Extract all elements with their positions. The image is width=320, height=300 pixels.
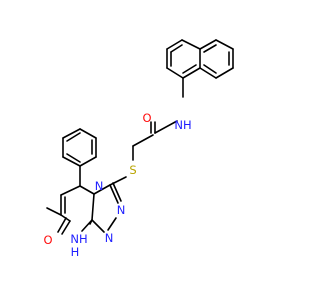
atom-labels: O NH S N N N NH H O: [43, 111, 191, 259]
bond: [79, 185, 95, 195]
bond: [57, 217, 67, 233]
bond: [60, 185, 81, 196]
bond: [215, 39, 234, 50]
amide-nh-label: NH: [174, 118, 191, 132]
bond: [79, 128, 97, 139]
bond: [166, 39, 183, 50]
bond: [199, 67, 217, 79]
ring-oxygen-label: O: [43, 233, 52, 247]
bond: [61, 220, 71, 235]
bond: [166, 67, 184, 79]
bond: [112, 182, 122, 202]
triazole-nitrogen-bottom-label: N: [105, 231, 114, 245]
bond: [91, 219, 105, 233]
bond: [66, 132, 81, 142]
bond: [199, 39, 217, 50]
bonds: [46, 39, 234, 235]
bond: [109, 176, 127, 186]
bond: [170, 44, 183, 53]
bond: [182, 64, 197, 74]
sulfur-label: S: [129, 163, 136, 177]
bond: [181, 39, 201, 50]
bond: [62, 156, 81, 167]
bond: [62, 128, 81, 139]
bond: [89, 219, 93, 225]
ring-nh-label: NH: [70, 232, 87, 246]
triazole-nitrogen-right-label: N: [117, 203, 126, 217]
bond: [107, 217, 117, 231]
bond: [91, 193, 95, 221]
bond: [93, 184, 111, 195]
bond: [215, 67, 234, 79]
bond: [182, 67, 201, 79]
bond: [203, 44, 217, 53]
bond: [154, 120, 178, 134]
amide-oxygen-label: O: [142, 111, 151, 125]
molecule-structure: O NH S N N N NH H O: [43, 39, 234, 259]
bond: [132, 134, 154, 147]
bond: [109, 184, 119, 204]
bond: [46, 207, 62, 216]
bond: [203, 64, 217, 74]
ring-h-label: H: [71, 245, 80, 259]
bond: [66, 153, 81, 163]
triazole-nitrogen-top-label: N: [95, 179, 104, 193]
bond: [79, 156, 97, 167]
